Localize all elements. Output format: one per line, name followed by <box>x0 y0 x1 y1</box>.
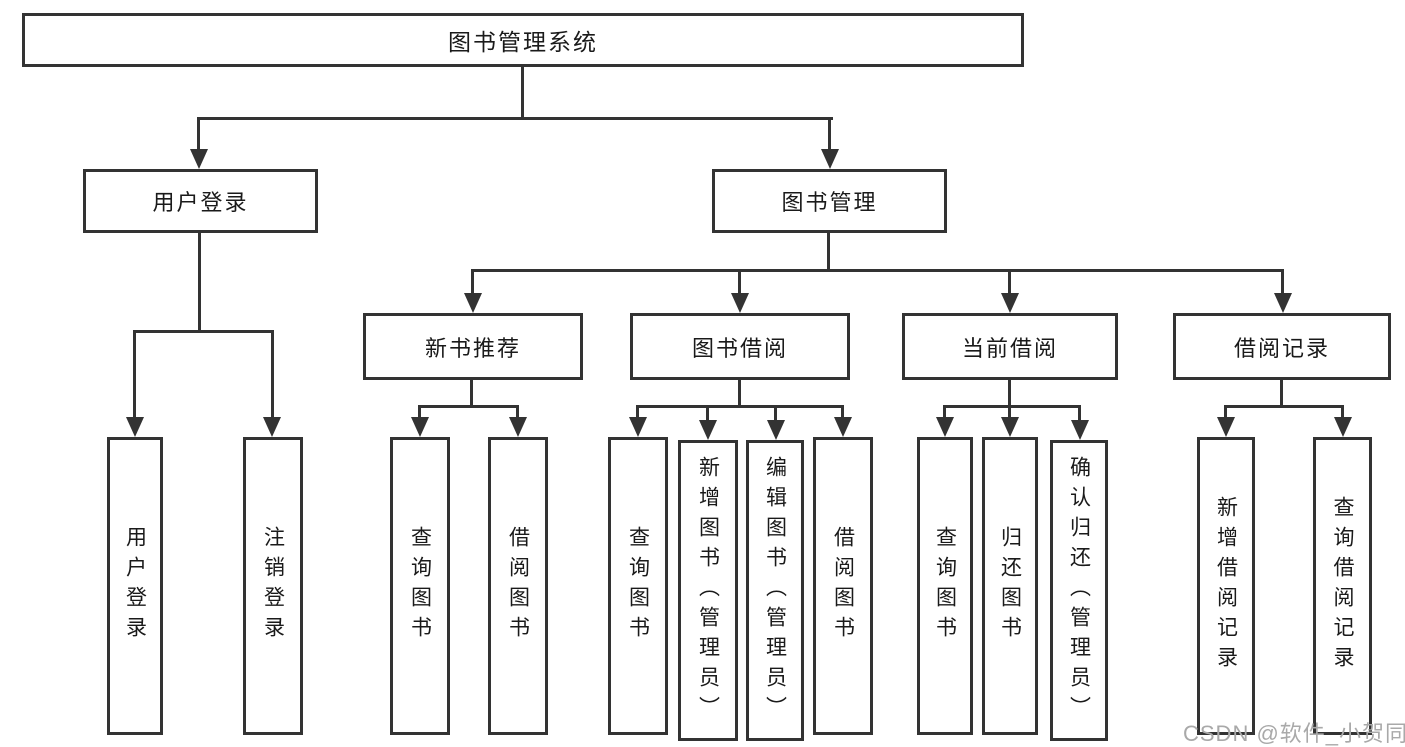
arrow-down-icon <box>411 417 429 437</box>
leaf-query-books-current-label: 查询图书 <box>933 526 957 646</box>
arrow-down-icon <box>767 420 785 440</box>
leaf-return-books: 归还图书 <box>982 437 1038 735</box>
connector-records-stub-1 <box>1224 405 1227 419</box>
connector-records-vline <box>1280 380 1283 408</box>
connector-book-borrow-stub-3 <box>774 405 777 422</box>
arrow-down-icon <box>1001 417 1019 437</box>
arrow-down-icon <box>699 420 717 440</box>
connector-root-stub-left <box>197 117 200 153</box>
arrow-down-icon <box>731 293 749 313</box>
arrow-down-icon <box>1274 293 1292 313</box>
leaf-add-book-admin-label: 新增图书（管理员） <box>696 455 720 726</box>
leaf-user-login-label: 用户登录 <box>123 526 147 646</box>
node-new-book-recommend: 新书推荐 <box>363 313 583 380</box>
arrow-down-icon <box>263 417 281 437</box>
arrow-down-icon <box>464 293 482 313</box>
arrow-down-icon <box>126 417 144 437</box>
node-user-login: 用户登录 <box>83 169 318 233</box>
connector-book-borrow-stub-4 <box>841 405 844 419</box>
connector-root-hline <box>197 117 833 120</box>
connector-records-stub-2 <box>1341 405 1344 419</box>
connector-current-borrow-stub-1 <box>943 405 946 419</box>
arrow-down-icon <box>1001 293 1019 313</box>
leaf-confirm-return-admin: 确认归还（管理员） <box>1050 440 1108 741</box>
connector-new-book-vline <box>470 380 473 408</box>
node-book-management-label: 图书管理 <box>781 190 878 215</box>
leaf-borrow-books-label: 借阅图书 <box>831 526 855 646</box>
connector-user-login-stub-2 <box>271 330 274 419</box>
leaf-query-books-borrow: 查询图书 <box>608 437 668 735</box>
connector-book-borrow-stub-2 <box>706 405 709 422</box>
connector-new-book-stub-1 <box>418 405 421 419</box>
leaf-query-books-recommend: 查询图书 <box>390 437 450 735</box>
leaf-borrow-books-recommend-label: 借阅图书 <box>506 526 530 646</box>
connector-current-borrow-hline <box>943 405 1081 408</box>
arrow-down-icon <box>629 417 647 437</box>
connector-user-login-hline <box>133 330 274 333</box>
node-borrow-records: 借阅记录 <box>1173 313 1391 380</box>
connector-book-mgmt-stub-4 <box>1281 269 1284 296</box>
connector-records-hline <box>1224 405 1344 408</box>
leaf-edit-book-admin: 编辑图书（管理员） <box>746 440 804 741</box>
node-current-borrow-label: 当前借阅 <box>961 335 1058 361</box>
connector-book-mgmt-stub-3 <box>1008 269 1011 296</box>
arrow-down-icon <box>936 417 954 437</box>
connector-book-mgmt-stub-2 <box>738 269 741 296</box>
connector-book-mgmt-stub-1 <box>471 269 474 296</box>
connector-root-stub-right <box>828 117 831 153</box>
leaf-borrow-books: 借阅图书 <box>813 437 873 735</box>
node-borrow-records-label: 借阅记录 <box>1233 335 1330 361</box>
leaf-query-borrow-record: 查询借阅记录 <box>1313 437 1372 735</box>
leaf-add-borrow-record: 新增借阅记录 <box>1197 437 1255 735</box>
leaf-query-books-recommend-label: 查询图书 <box>408 526 432 646</box>
leaf-confirm-return-admin-label: 确认归还（管理员） <box>1067 455 1091 726</box>
leaf-logout-label: 注销登录 <box>261 526 285 646</box>
node-root-system: 图书管理系统 <box>22 13 1024 67</box>
leaf-query-borrow-record-label: 查询借阅记录 <box>1331 496 1354 676</box>
leaf-edit-book-admin-label: 编辑图书（管理员） <box>763 455 787 726</box>
leaf-user-login: 用户登录 <box>107 437 163 735</box>
leaf-query-books-borrow-label: 查询图书 <box>626 526 650 646</box>
connector-current-borrow-vline <box>1008 380 1011 408</box>
connector-new-book-hline <box>418 405 519 408</box>
connector-book-borrow-vline <box>738 380 741 408</box>
node-book-borrow: 图书借阅 <box>630 313 850 380</box>
node-book-management: 图书管理 <box>712 169 947 233</box>
node-user-login-label: 用户登录 <box>152 190 249 215</box>
node-root-system-label: 图书管理系统 <box>448 29 598 55</box>
connector-book-mgmt-hline <box>471 269 1284 272</box>
leaf-return-books-label: 归还图书 <box>998 526 1022 646</box>
connector-user-login-stub-1 <box>133 330 136 419</box>
arrow-down-icon <box>509 417 527 437</box>
connector-root-vline <box>521 65 524 119</box>
leaf-query-books-current: 查询图书 <box>917 437 973 735</box>
connector-current-borrow-stub-3 <box>1078 405 1081 422</box>
arrow-down-icon <box>834 417 852 437</box>
watermark: CSDN @软件_小贺同学 <box>1183 721 1405 746</box>
leaf-add-borrow-record-label: 新增借阅记录 <box>1214 496 1238 676</box>
arrow-down-icon <box>1334 417 1352 437</box>
connector-book-borrow-stub-1 <box>636 405 639 419</box>
node-new-book-recommend-label: 新书推荐 <box>424 335 521 361</box>
connector-book-mgmt-vline <box>827 233 830 272</box>
connector-book-borrow-hline <box>636 405 844 408</box>
arrow-down-icon <box>1217 417 1235 437</box>
leaf-borrow-books-recommend: 借阅图书 <box>488 437 548 735</box>
arrow-down-icon <box>1071 420 1089 440</box>
node-current-borrow: 当前借阅 <box>902 313 1118 380</box>
connector-current-borrow-stub-2 <box>1008 405 1011 419</box>
connector-new-book-stub-2 <box>516 405 519 419</box>
node-book-borrow-label: 图书借阅 <box>691 335 788 361</box>
connector-user-login-vline <box>198 233 201 333</box>
leaf-logout: 注销登录 <box>243 437 303 735</box>
arrow-down-icon <box>190 149 208 169</box>
leaf-add-book-admin: 新增图书（管理员） <box>678 440 738 741</box>
arrow-down-icon <box>821 149 839 169</box>
